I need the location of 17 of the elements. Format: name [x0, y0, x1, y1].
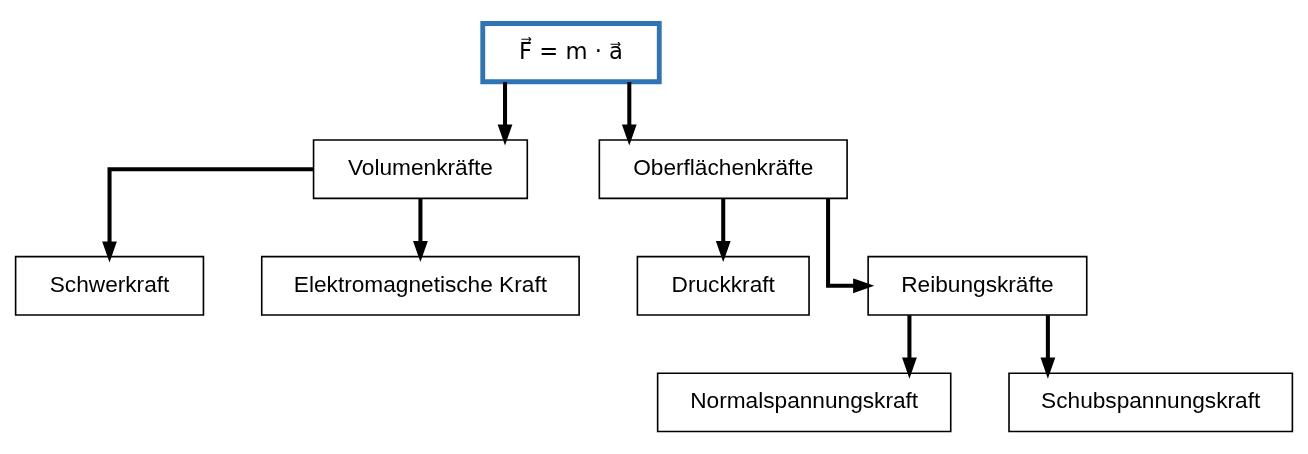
arrow [826, 198, 875, 293]
node-box: Normalspannungskraft [656, 371, 952, 432]
node-box: F⃗ = m · a⃗ [480, 20, 662, 84]
arrow [715, 198, 731, 262]
node-box: Elektromagnetische Kraft [260, 255, 580, 316]
node-box: Schubspannungskraft [1008, 371, 1294, 432]
node-box: Volumenkräfte [312, 138, 529, 199]
node-box: Schwerkraft [14, 255, 205, 316]
arrow [1040, 314, 1056, 379]
arrow [102, 166, 314, 262]
arrow [497, 81, 513, 146]
node-box: Reibungskräfte [867, 255, 1088, 316]
node-box: Druckkraft [636, 255, 810, 316]
arrow [621, 81, 637, 146]
node-box: Oberflächenkräfte [598, 138, 848, 199]
arrow [902, 314, 917, 379]
arrow [413, 198, 428, 262]
